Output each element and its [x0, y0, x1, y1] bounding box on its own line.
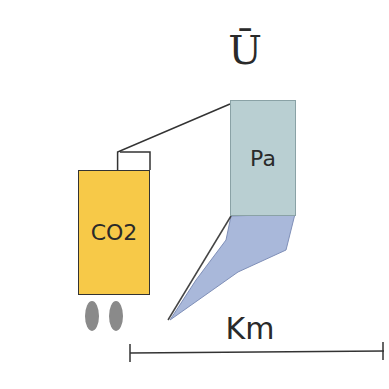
scale-line — [130, 351, 384, 353]
wheel — [109, 301, 123, 331]
scale-tick — [129, 344, 131, 362]
symbol-label: Ū — [228, 27, 262, 73]
co2-box: CO2 — [78, 170, 150, 295]
scale-tick — [382, 342, 384, 360]
pa-box: Pa — [230, 100, 296, 216]
unit-label: Km — [226, 311, 275, 346]
leg-shape — [170, 214, 295, 320]
wheel — [85, 301, 99, 331]
leg-outline — [168, 216, 231, 320]
node-text: CO2 — [91, 220, 138, 245]
node-text: Pa — [250, 146, 276, 171]
connector-line — [118, 104, 230, 170]
bracket — [120, 152, 150, 170]
